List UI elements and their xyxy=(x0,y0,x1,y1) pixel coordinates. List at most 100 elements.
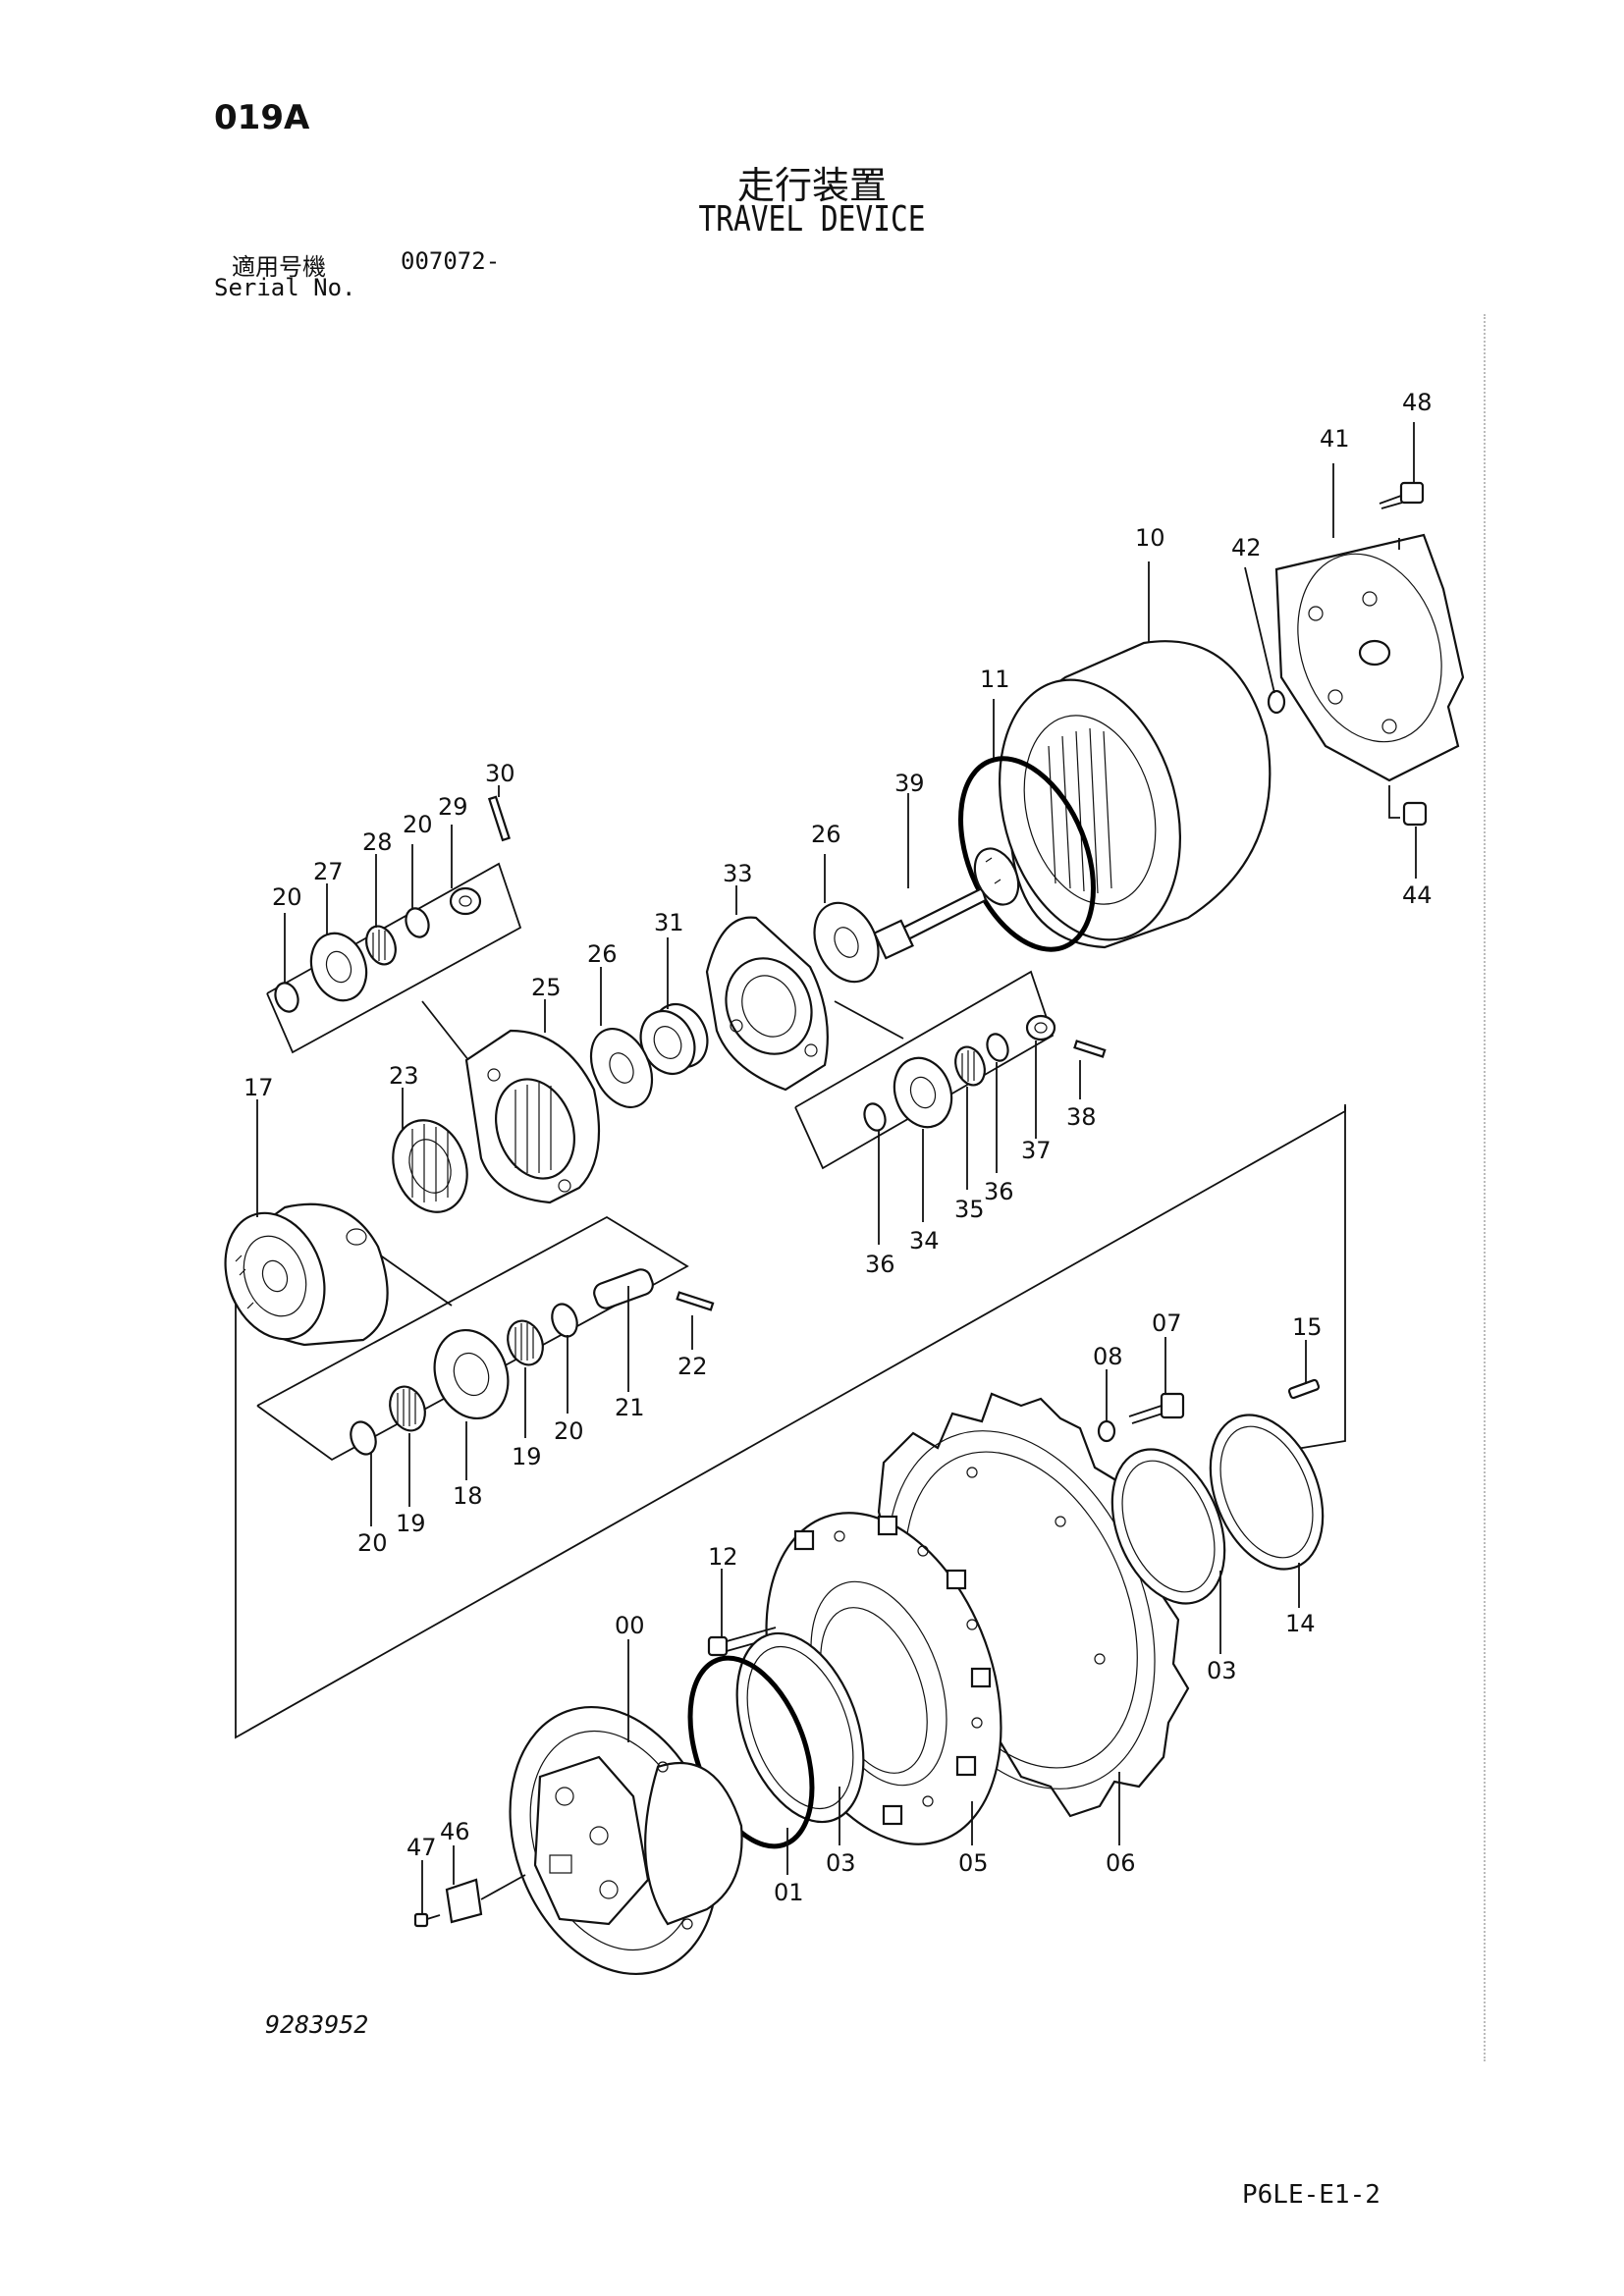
callout-39: 39 xyxy=(894,770,925,797)
part-washer-36a xyxy=(986,1033,1009,1062)
part-carrier-25 xyxy=(464,1029,601,1204)
callout-08: 08 xyxy=(1093,1343,1123,1370)
part-washer-36b xyxy=(863,1102,887,1132)
part-shaft-39 xyxy=(873,847,1020,960)
callout-27: 27 xyxy=(313,858,344,885)
callout-07: 07 xyxy=(1152,1309,1182,1337)
margin-guide-line xyxy=(1484,314,1486,2061)
part-cover-41 xyxy=(1274,533,1465,782)
callout-06: 06 xyxy=(1106,1849,1136,1877)
title-japanese: 走行装置 xyxy=(736,164,887,207)
part-washer-20b xyxy=(274,982,299,1013)
callout-26b: 26 xyxy=(587,940,618,968)
title-english: TRAVEL DEVICE xyxy=(698,199,926,240)
bracket-upper-left xyxy=(266,862,522,1054)
callout-20d: 20 xyxy=(357,1529,388,1557)
part-pin-15 xyxy=(1287,1378,1321,1400)
callout-38: 38 xyxy=(1066,1103,1097,1131)
callout-15: 15 xyxy=(1292,1313,1323,1341)
callout-05: 05 xyxy=(958,1849,989,1877)
callout-19b: 19 xyxy=(396,1510,426,1537)
part-needle-bearing-28 xyxy=(365,925,397,966)
callout-18: 18 xyxy=(453,1482,483,1510)
part-o-ring-11 xyxy=(958,756,1096,952)
callout-29: 29 xyxy=(438,793,468,821)
callout-41: 41 xyxy=(1320,425,1350,453)
callout-23: 23 xyxy=(389,1062,419,1090)
part-pin-38 xyxy=(1073,1040,1107,1058)
serial-label-japanese: 適用号機 xyxy=(232,253,326,281)
part-washer-20c xyxy=(551,1303,578,1338)
bracket-lower-left xyxy=(256,1215,689,1462)
serial-label-english: Serial No. xyxy=(214,274,356,301)
callout-30: 30 xyxy=(485,760,515,787)
callout-33: 33 xyxy=(723,860,753,887)
callout-17: 17 xyxy=(244,1074,274,1101)
callout-03a: 03 xyxy=(1207,1657,1237,1684)
callout-19a: 19 xyxy=(512,1443,542,1470)
callout-20c: 20 xyxy=(554,1417,584,1445)
part-screw-47 xyxy=(413,1912,441,1928)
callout-25: 25 xyxy=(531,974,562,1001)
callout-26a: 26 xyxy=(811,821,841,848)
callout-20b: 20 xyxy=(272,883,302,911)
part-travel-motor-00 xyxy=(509,1705,743,1976)
callout-37: 37 xyxy=(1021,1137,1052,1164)
part-pin-30 xyxy=(487,795,511,842)
part-needle-bearing-35 xyxy=(954,1045,986,1087)
part-thrust-washer-26b xyxy=(589,1028,654,1108)
bracket-link-upper-right xyxy=(834,1000,904,1040)
part-planet-gear-18 xyxy=(433,1328,510,1420)
serial-number-value: 007072- xyxy=(401,247,501,275)
part-floating-seal-03a xyxy=(1110,1448,1226,1605)
callout-46: 46 xyxy=(440,1818,470,1845)
callout-10: 10 xyxy=(1135,524,1165,552)
part-washer-20a xyxy=(405,907,430,938)
part-pin-22 xyxy=(676,1291,715,1311)
part-seal-14 xyxy=(1209,1414,1325,1571)
callout-47: 47 xyxy=(406,1834,437,1861)
part-needle-bearing-19a xyxy=(507,1319,544,1366)
part-planet-gear-34 xyxy=(893,1056,953,1129)
part-bolt-07 xyxy=(1128,1392,1185,1424)
callout-36a: 36 xyxy=(984,1178,1014,1205)
part-bushing-29 xyxy=(449,886,482,916)
callout-48: 48 xyxy=(1402,389,1433,416)
part-thrust-washer-26a xyxy=(813,901,880,984)
part-bushing-37 xyxy=(1025,1014,1056,1041)
part-washer-20d xyxy=(350,1420,377,1456)
callout-28: 28 xyxy=(362,828,393,856)
assembly-bracket-lines xyxy=(235,862,1346,1739)
callout-21: 21 xyxy=(615,1394,645,1421)
part-planet-pin-21 xyxy=(593,1268,654,1309)
callout-12: 12 xyxy=(708,1543,738,1571)
part-plate-46 xyxy=(445,1878,483,1924)
part-housing-17 xyxy=(224,1202,389,1347)
callout-36b: 36 xyxy=(865,1251,895,1278)
part-bolt-48 xyxy=(1379,481,1425,509)
bracket-main-right xyxy=(1295,1106,1346,1450)
callout-01: 01 xyxy=(774,1879,804,1906)
callout-31: 31 xyxy=(654,909,684,936)
part-needle-bearing-19b xyxy=(389,1385,426,1432)
part-plug-44 xyxy=(1402,801,1428,827)
bracket-upper-right xyxy=(794,970,1055,1170)
callout-22: 22 xyxy=(677,1353,708,1380)
part-sun-gear-23 xyxy=(392,1119,468,1213)
part-planet-gear-27 xyxy=(309,932,368,1002)
callout-00: 00 xyxy=(615,1612,645,1639)
part-washer-42 xyxy=(1267,689,1286,715)
part-washer-08 xyxy=(1097,1419,1116,1443)
callout-11: 11 xyxy=(980,666,1010,693)
page-code: 019A xyxy=(214,98,310,137)
drawing-number: 9283952 xyxy=(265,2010,369,2039)
part-carrier-33 xyxy=(705,916,829,1092)
sheet-reference: P6LE-E1-2 xyxy=(1242,2180,1380,2210)
callout-03b: 03 xyxy=(826,1849,856,1877)
callout-20a: 20 xyxy=(403,811,433,838)
callout-labels: 48 41 10 42 11 44 39 30 29 20 28 27 20 2… xyxy=(244,389,1433,1906)
part-drum-housing-10 xyxy=(998,640,1272,949)
callout-14: 14 xyxy=(1285,1610,1316,1637)
callout-35: 35 xyxy=(954,1196,985,1223)
callout-42: 42 xyxy=(1231,534,1262,561)
